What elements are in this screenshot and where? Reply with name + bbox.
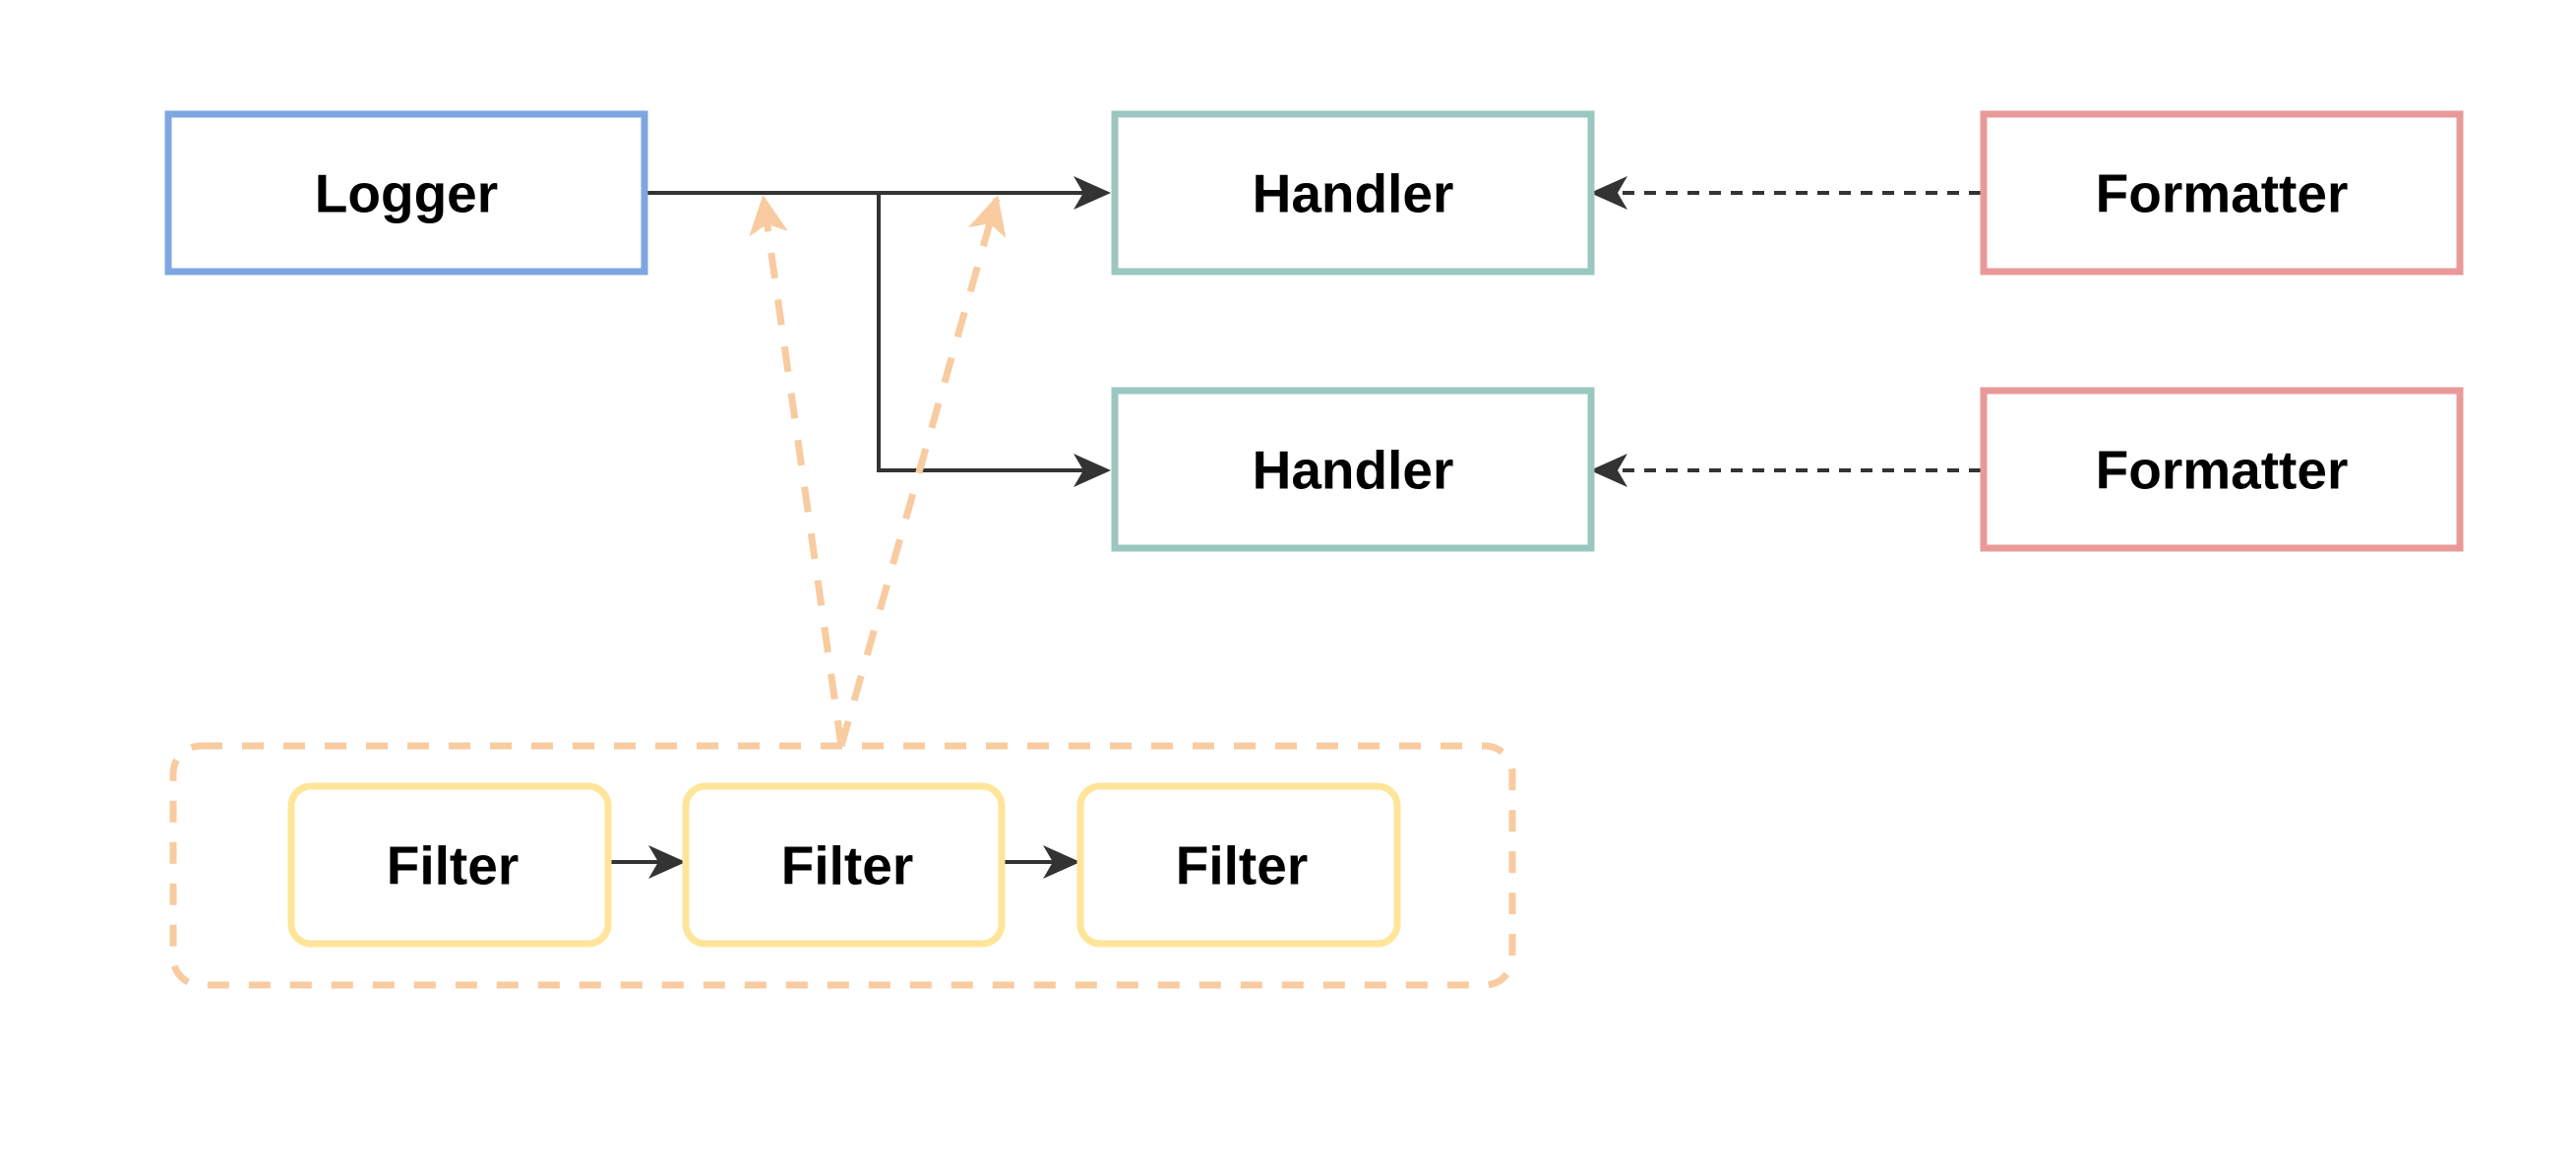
filter-node-2[interactable]: Filter xyxy=(682,782,1006,948)
handler-node-2[interactable]: Handler xyxy=(1111,387,1595,552)
handler-node-1[interactable]: Handler xyxy=(1111,110,1595,276)
handler-label: Handler xyxy=(1253,440,1454,501)
handler-label: Handler xyxy=(1253,163,1454,224)
formatter-node-1[interactable]: Formatter xyxy=(1980,110,2464,276)
filter-group-container xyxy=(169,742,1516,989)
logger-to-handler-2-arrow xyxy=(877,193,1111,487)
filter-node-1[interactable]: Filter xyxy=(287,782,612,948)
filter-label: Filter xyxy=(781,835,913,896)
filter-label: Filter xyxy=(387,835,519,896)
formatter-label: Formatter xyxy=(2096,163,2349,224)
filter-to-handler-line-arrow xyxy=(837,195,1007,747)
filter-node-3[interactable]: Filter xyxy=(1076,782,1401,948)
formatter-label: Formatter xyxy=(2096,440,2349,501)
formatter-node-2[interactable]: Formatter xyxy=(1980,387,2464,552)
filter-label: Filter xyxy=(1176,835,1308,896)
logger-label: Logger xyxy=(315,163,498,224)
logger-node[interactable]: Logger xyxy=(164,110,648,276)
filter-to-logger-line-arrow xyxy=(749,195,845,747)
